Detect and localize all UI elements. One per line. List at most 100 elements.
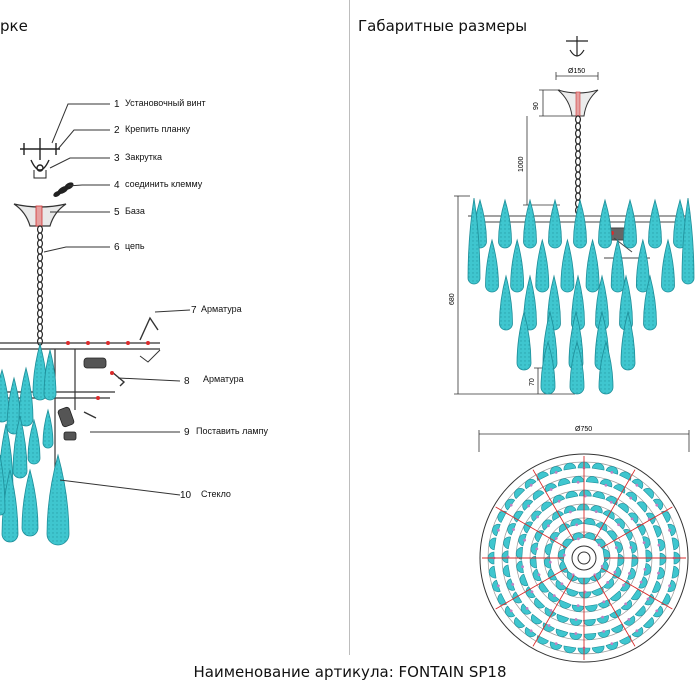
chain-link xyxy=(36,260,43,269)
top-view-drop xyxy=(534,530,545,543)
top-view-drop xyxy=(569,632,583,640)
top-view-bolt xyxy=(562,553,566,557)
top-view-bolt xyxy=(576,537,580,541)
top-view-drop xyxy=(541,501,553,512)
top-view-drop xyxy=(492,579,501,593)
glass-drop xyxy=(0,454,6,516)
top-view-drop xyxy=(656,566,665,580)
top-view-bolt xyxy=(643,567,647,571)
chain-link xyxy=(36,281,43,290)
top-view-drop xyxy=(599,560,609,573)
chain-link xyxy=(574,150,581,159)
top-view-drop xyxy=(591,645,605,654)
top-view-bolt xyxy=(547,524,550,528)
top-view-bolt xyxy=(614,546,618,550)
top-view-drop xyxy=(611,566,622,579)
chain-link xyxy=(574,143,581,152)
top-view-bolt xyxy=(568,510,572,514)
top-view-drop xyxy=(642,488,654,500)
top-view-bolt xyxy=(536,515,539,519)
top-view-bolt xyxy=(622,583,626,587)
top-view-bolt xyxy=(506,555,510,559)
glass-drop xyxy=(535,238,550,293)
chain-link xyxy=(36,330,43,339)
top-view-bolt xyxy=(497,584,500,588)
top-view-drop xyxy=(563,462,577,471)
glass-drop xyxy=(661,238,675,293)
glass-drop xyxy=(560,238,575,293)
top-view-drop xyxy=(590,505,603,514)
top-view-drop xyxy=(617,503,629,514)
top-view-drop xyxy=(530,613,543,625)
top-view-bolt xyxy=(630,517,634,521)
top-view-drop xyxy=(585,476,599,484)
chain-link xyxy=(36,239,43,248)
glass-drops-right xyxy=(467,197,695,395)
chain-link xyxy=(574,185,581,194)
top-view-bolt xyxy=(529,629,533,633)
callout-10-label: Стекло xyxy=(201,489,231,499)
top-view-bolt xyxy=(627,617,631,621)
top-view-bolt xyxy=(535,547,539,551)
glass-drop xyxy=(643,274,657,331)
mounting-bracket xyxy=(20,138,60,179)
top-view-bolt xyxy=(635,629,639,633)
top-view-drop xyxy=(627,567,636,580)
top-view-bolt xyxy=(583,494,587,498)
top-view-drop xyxy=(525,586,536,599)
glass-drop xyxy=(46,453,70,546)
top-view-bolt xyxy=(646,597,650,601)
chain-link xyxy=(36,274,43,283)
top-view-drop xyxy=(532,568,542,582)
canopy-width-dimension xyxy=(555,72,599,80)
top-view-bolt xyxy=(509,503,513,507)
callouts: 1 Установочный винт 2 Крепить планку 3 З… xyxy=(114,98,268,501)
top-view-drop xyxy=(497,510,507,523)
callout-5-number: 5 xyxy=(114,207,120,218)
chain-link xyxy=(36,225,43,234)
top-view-drop xyxy=(536,635,549,645)
chain-link xyxy=(36,246,43,255)
callout-8-label: Арматура xyxy=(203,374,244,384)
chain-link xyxy=(36,323,43,332)
callout-2-number: 2 xyxy=(114,125,120,136)
top-view xyxy=(479,453,689,663)
callout-2-label: Крепить планку xyxy=(125,124,191,134)
top-view-drop xyxy=(659,552,667,566)
top-view-drop xyxy=(558,478,571,487)
top-view-bolt xyxy=(527,504,531,508)
chain-link xyxy=(36,302,43,311)
glass-drop xyxy=(681,197,695,285)
top-view-drop xyxy=(542,622,555,632)
glass-drop xyxy=(610,238,625,293)
chain-link xyxy=(36,316,43,325)
top-view-spoke xyxy=(593,575,636,647)
diameter-dimension xyxy=(478,430,690,452)
top-view-drop xyxy=(519,573,529,587)
terminal-block xyxy=(53,182,74,197)
top-view-bolt xyxy=(617,523,620,527)
top-view-drop xyxy=(609,590,622,602)
glass-drop xyxy=(623,198,637,249)
glass-drop xyxy=(648,198,662,249)
top-view-drop xyxy=(617,553,625,567)
callout-6-label: цепь xyxy=(125,241,145,251)
top-view-drop xyxy=(514,488,526,500)
glass-drop xyxy=(12,415,28,479)
chain-link xyxy=(574,178,581,187)
top-view-drop xyxy=(645,512,656,525)
callout-6-number: 6 xyxy=(114,242,120,253)
callout-7-label: Арматура xyxy=(201,304,242,314)
left-panel-title: рке xyxy=(0,17,28,35)
top-view-drop xyxy=(506,578,516,591)
callout-4-label: соединить клемму xyxy=(125,179,203,189)
top-view-drop xyxy=(556,613,570,623)
overall-height-dimension xyxy=(454,195,575,395)
callout-1-number: 1 xyxy=(114,99,120,110)
top-view-drop xyxy=(558,523,571,534)
top-view-drop xyxy=(565,490,579,499)
chain-link xyxy=(36,309,43,318)
top-view-drop xyxy=(515,547,523,560)
top-view-drop xyxy=(651,580,661,593)
callout-3-label: Закрутка xyxy=(125,152,162,162)
